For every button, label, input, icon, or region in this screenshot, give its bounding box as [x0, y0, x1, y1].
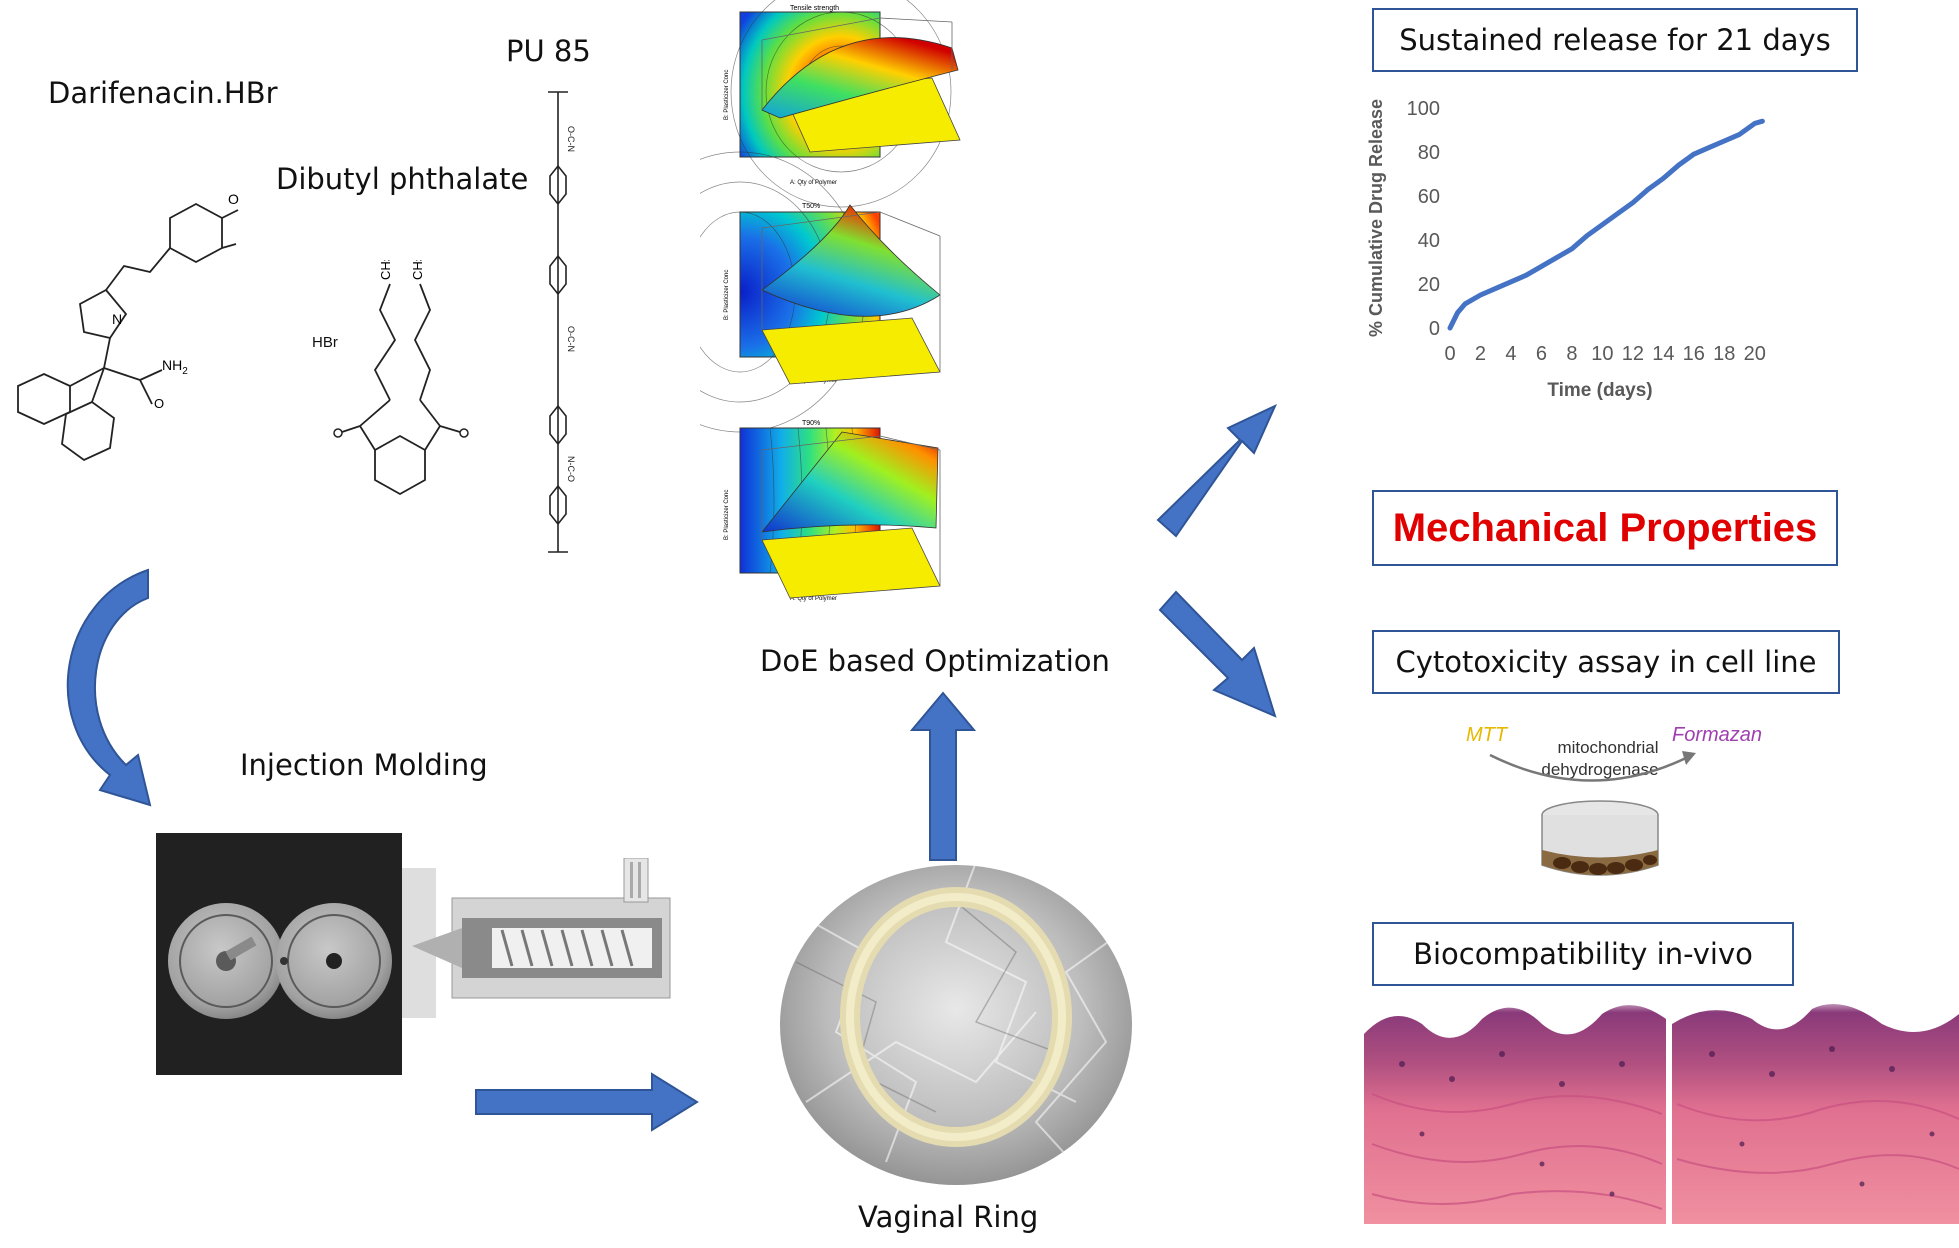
y-tick-label-3: 60: [1418, 186, 1440, 208]
x-tick-label-1: 2: [1475, 343, 1486, 365]
vaginal-ring-photo: [780, 865, 1132, 1185]
vaginal-ring-label: Vaginal Ring: [858, 1200, 1039, 1234]
doe-xlabel-3: A: Qty of Polymer: [790, 596, 837, 602]
hbr-label: HBr: [312, 334, 338, 351]
x-tick-label-9: 18: [1713, 343, 1735, 365]
mechanical-properties-box: Mechanical Properties: [1372, 490, 1838, 566]
cytotoxicity-box: Cytotoxicity assay in cell line: [1372, 630, 1840, 694]
x-tick-label-4: 8: [1566, 343, 1577, 365]
y-tick-label-0: 0: [1429, 318, 1440, 340]
x-tick-label-5: 10: [1591, 343, 1613, 365]
n-atom: N: [112, 311, 122, 327]
diag-up-arrow: [1156, 403, 1278, 538]
y-tick-label-5: 100: [1407, 98, 1440, 120]
up-arrow: [909, 691, 977, 861]
sustained-release-box: Sustained release for 21 days: [1372, 8, 1858, 72]
x-tick-label-8: 16: [1683, 343, 1705, 365]
diag-down-arrow: [1158, 590, 1277, 718]
doe-title-2: T50%: [802, 203, 820, 210]
doe-label: DoE based Optimization: [760, 644, 1110, 678]
series-line-0: [1447, 118, 1765, 331]
svg-text:O-C-N: O-C-N: [566, 126, 576, 152]
darifenacin-label: Darifenacin.HBr: [48, 76, 278, 110]
doe-ylabel-1: B: Plasticizer Conc: [724, 70, 730, 120]
x-tick-label-2: 4: [1505, 343, 1516, 365]
y-tick-label-1: 20: [1418, 274, 1440, 296]
enzyme-label-1: mitochondrial: [1557, 738, 1658, 757]
injection-molding-label: Injection Molding: [240, 748, 488, 782]
x-tick-label-0: 0: [1444, 343, 1455, 365]
mtt-label: MTT: [1466, 724, 1509, 746]
svg-text:N-C-O: N-C-O: [566, 456, 576, 482]
ch3-label-left: CH3: [378, 260, 393, 280]
o-atom: O: [228, 191, 239, 207]
doe-xlabel-1: A: Qty of Polymer: [790, 180, 837, 186]
doe-ylabel-2: B: Plasticizer Conc: [724, 270, 730, 320]
dibutyl-phthalate-structure: CH3 CH3: [333, 260, 469, 496]
x-tick-label-6: 12: [1622, 343, 1644, 365]
x-tick-label-3: 6: [1536, 343, 1547, 365]
dibutyl-phthalate-label: Dibutyl phthalate: [276, 162, 529, 196]
pu85-structure: O-C-N O-C-N N-C-O: [548, 91, 576, 553]
injection-machine: [402, 858, 671, 1018]
formazan-label: Formazan: [1672, 724, 1762, 746]
right-arrow: [475, 1072, 699, 1132]
x-axis-label: Time (days): [1547, 380, 1652, 401]
svg-text:O-C-N: O-C-N: [566, 326, 576, 352]
doe-title-3: T90%: [802, 420, 820, 427]
mold-photo: [156, 833, 402, 1075]
ch3-label-right: CH3: [410, 260, 425, 280]
doe-plots: Tensile strength A: Qty of Polymer B: Pl…: [700, 0, 961, 602]
darifenacin-structure: N O O NH2: [17, 191, 239, 462]
y-tick-label-4: 80: [1418, 142, 1440, 164]
y-axis-label: % Cumulative Drug Release: [1366, 99, 1386, 337]
doe-ylabel-3: B: Plasticizer Conc: [724, 490, 730, 540]
enzyme-label-2: dehydrogenase: [1541, 760, 1658, 779]
doe-title-1: Tensile strength: [790, 5, 839, 12]
pu85-label: PU 85: [506, 34, 591, 68]
curved-arrow: [66, 568, 152, 807]
mtt-assay-diagram: MTT Formazan mitochondrial dehydrogenase: [1466, 724, 1762, 876]
mechanical-properties-text: Mechanical Properties: [1392, 505, 1818, 550]
nh2-label: NH2: [162, 357, 188, 377]
y-tick-label-2: 40: [1418, 230, 1440, 252]
amide-o-atom: O: [154, 396, 164, 411]
x-tick-label-10: 20: [1744, 343, 1766, 365]
x-tick-label-7: 14: [1652, 343, 1674, 365]
biocompatibility-box: Biocompatibility in-vivo: [1372, 922, 1794, 986]
histology-images: [1364, 994, 1959, 1224]
